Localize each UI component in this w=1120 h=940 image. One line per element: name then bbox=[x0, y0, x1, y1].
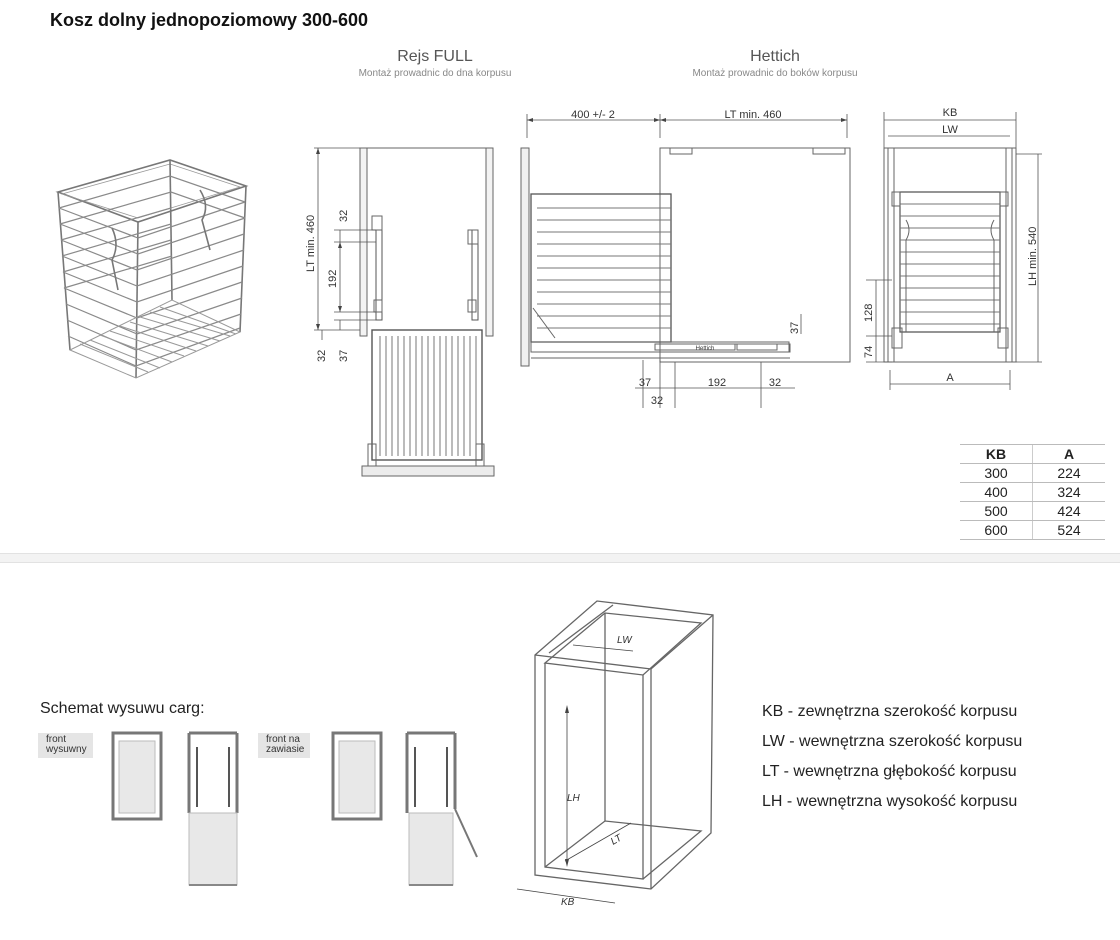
rejs-full-header: Rejs FULL Montaż prowadnic do dna korpus… bbox=[315, 48, 555, 79]
bottom-panel: Schemat wysuwu carg: front wysuwny front… bbox=[0, 562, 1120, 940]
legend-item-lh: LH - wewnętrzna wysokość korpusu bbox=[762, 793, 1018, 810]
front-128-label: 128 bbox=[863, 304, 875, 322]
hettich-37-side-label: 37 bbox=[789, 322, 801, 334]
hettich-32-below-label: 32 bbox=[651, 395, 663, 407]
table-cell: 600 bbox=[960, 520, 1033, 540]
front-a-label: A bbox=[946, 372, 954, 384]
legend-item-lw: LW - wewnętrzna szerokość korpusu bbox=[762, 733, 1023, 750]
table-cell: 424 bbox=[1032, 501, 1105, 521]
cabinet-lw-label: LW bbox=[617, 635, 633, 646]
front-sliding-label: front wysuwny bbox=[38, 733, 93, 758]
front-lh-label: LH min. 540 bbox=[1027, 227, 1039, 286]
table-row: 500 424 bbox=[960, 501, 1105, 521]
hettich-32-right-label: 32 bbox=[769, 377, 781, 389]
front-view-drawing: KB LW bbox=[863, 107, 1042, 390]
page-title: Kosz dolny jednopoziomowy 300-600 bbox=[50, 10, 369, 30]
hettich-37-label: 37 bbox=[639, 377, 651, 389]
top-panel: Kosz dolny jednopoziomowy 300-600 Rejs F… bbox=[0, 0, 1120, 554]
front-kb-label: KB bbox=[943, 107, 958, 119]
front-74-label: 74 bbox=[863, 346, 875, 358]
front-sliding-label-line1: front bbox=[46, 734, 67, 745]
legend-item-lt: LT - wewnętrzna głębokość korpusu bbox=[762, 763, 1017, 780]
front-hinged-label: front na zawiasie bbox=[258, 733, 311, 758]
rejs-full-top-view-drawing: LT min. 460 32 192 32 37 bbox=[305, 147, 495, 477]
drawer-schema-drawing bbox=[111, 731, 478, 886]
hettich-header: Hettich Montaż prowadnic do boków korpus… bbox=[655, 48, 895, 79]
table-cell: 300 bbox=[960, 463, 1033, 483]
table-row: 600 524 bbox=[960, 520, 1105, 540]
table-header-a: A bbox=[1032, 444, 1105, 464]
rejs-full-subheading: Montaż prowadnic do dna korpusu bbox=[358, 68, 512, 79]
table-row: 400 324 bbox=[960, 482, 1105, 502]
hettich-heading: Hettich bbox=[750, 48, 800, 65]
rejs-37-label: 37 bbox=[338, 350, 350, 362]
legend-item-kb: KB - zewnętrzna szerokość korpusu bbox=[762, 703, 1018, 720]
rejs-32-top-label: 32 bbox=[338, 210, 350, 222]
rejs-lt-label: LT min. 460 bbox=[305, 215, 317, 272]
table-cell: 400 bbox=[960, 482, 1033, 502]
hettich-front-depth-label: 400 +/- 2 bbox=[571, 109, 615, 121]
table-header-kb: KB bbox=[960, 444, 1033, 464]
rejs-32-bottom-label: 32 bbox=[316, 350, 328, 362]
front-hinged-label-line2: zawiasie bbox=[266, 744, 305, 755]
table-cell: 324 bbox=[1032, 482, 1105, 502]
front-lw-label: LW bbox=[942, 124, 958, 136]
rejs-full-heading: Rejs FULL bbox=[397, 48, 473, 65]
dimension-legend: KB - zewnętrzna szerokość korpusu LW - w… bbox=[762, 703, 1022, 823]
table-cell: 524 bbox=[1032, 520, 1105, 540]
table-header-row: KB A bbox=[960, 444, 1105, 464]
cabinet-lh-label: LH bbox=[567, 793, 581, 804]
dimension-table: KB A 300 224 400 324 500 424 600 524 bbox=[960, 444, 1105, 540]
schema-title: Schemat wysuwu carg: bbox=[40, 700, 205, 717]
table-cell: 224 bbox=[1032, 463, 1105, 483]
hettich-side-view-drawing: 400 +/- 2 LT min. 460 bbox=[520, 109, 851, 408]
front-hinged-label-line1: front na bbox=[266, 734, 300, 745]
hettich-brand-label: Hettich bbox=[696, 346, 715, 352]
rejs-192-label: 192 bbox=[327, 270, 339, 288]
table-cell: 500 bbox=[960, 501, 1033, 521]
hettich-lt-label: LT min. 460 bbox=[724, 109, 781, 121]
basket-isometric-drawing bbox=[55, 159, 249, 379]
cabinet-isometric-drawing: LW LH LT KB bbox=[516, 600, 714, 908]
cabinet-kb-label: KB bbox=[561, 897, 575, 908]
front-sliding-label-line2: wysuwny bbox=[46, 744, 87, 755]
table-row: 300 224 bbox=[960, 463, 1105, 483]
hettich-subheading: Montaż prowadnic do boków korpusu bbox=[692, 68, 858, 79]
hettich-192-label: 192 bbox=[708, 377, 726, 389]
